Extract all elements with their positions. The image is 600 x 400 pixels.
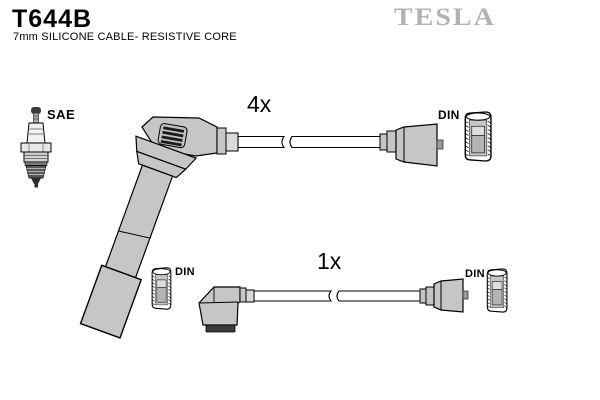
coil-boot-illustration (79, 116, 239, 339)
subtitle: 7mm SILICONE CABLE- RESISTIVE CORE (13, 31, 237, 43)
sae-label: SAE (47, 107, 76, 122)
ignition-cable-top (79, 111, 492, 339)
straight-boot-bottom (419, 278, 469, 313)
din-label-bottom-right: DIN (465, 268, 485, 280)
din-connector-bottom-right (486, 268, 508, 313)
straight-boot-top (379, 123, 444, 167)
brand-logo: TESLA (394, 3, 496, 32)
din-label-mid: DIN (175, 266, 195, 278)
din-connector-top-right (464, 111, 492, 162)
quantity-top-label: 4x (247, 91, 272, 117)
elbow-boot-illustration (198, 286, 255, 333)
din-connector-mid (151, 267, 172, 310)
quantity-bottom-label: 1x (317, 248, 342, 274)
part-number: T644B (12, 5, 93, 33)
ignition-cable-bottom (198, 268, 508, 333)
spark-plug-illustration (20, 107, 52, 188)
din-label-top-right: DIN (438, 108, 460, 122)
